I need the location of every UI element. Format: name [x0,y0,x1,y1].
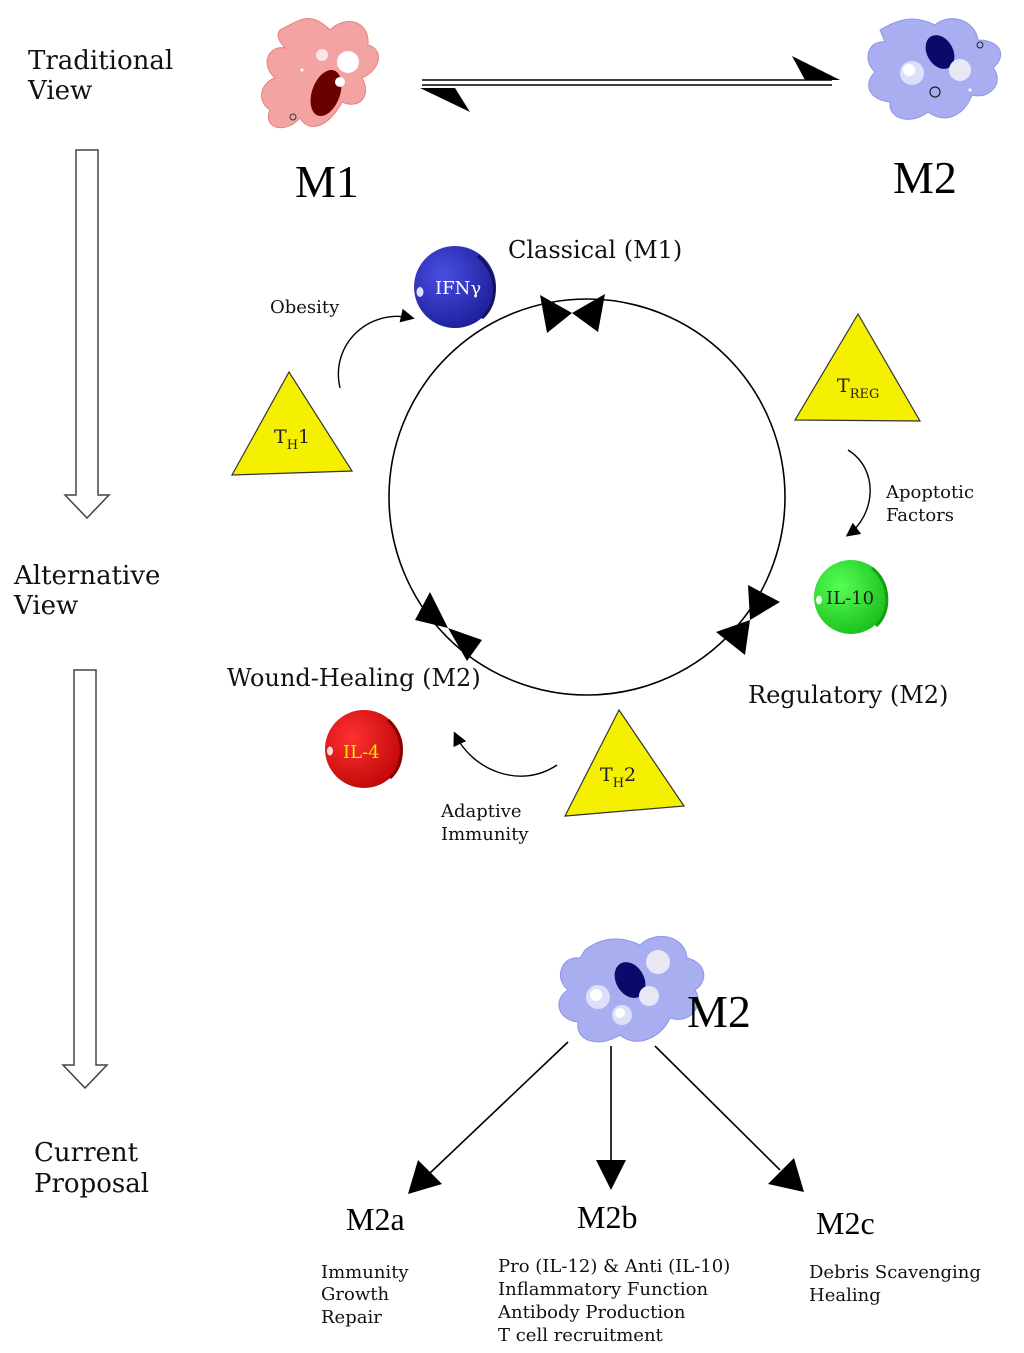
polarization-cycle [388,298,786,696]
il10-text: IL-10 [826,588,874,609]
svg-text:TREG: TREG [837,375,879,402]
obesity-arrow [337,308,415,389]
wound-healing-m2-label: Wound-Healing (M2) [227,664,481,692]
cycle-arrows-right [716,585,780,655]
equilibrium-arrows [420,56,840,112]
regulatory-m2-label: Regulatory (M2) [748,681,948,709]
adaptive-arrow [453,731,558,777]
il4-sphere: IL-4 [325,710,403,788]
th1-triangle: TH1 [230,370,354,476]
adaptive-immunity-label: Adaptive Immunity [440,801,529,845]
down-arrow-2 [61,669,109,1090]
il4-text: IL-4 [343,742,380,763]
m1-label: M1 [295,156,359,207]
alternative-view-label: Alternative View [13,561,169,621]
subtype-arrows [408,1041,804,1194]
ifn-gamma-sphere: IFNγ [414,246,496,328]
m2b-label: M2b [577,1199,637,1235]
m2a-label: M2a [346,1201,405,1237]
m2a-description: Immunity Growth Repair [321,1262,414,1328]
cycle-arrows-left [415,592,482,661]
th2-triangle: TH2 [563,708,686,817]
m2-macrophage-icon [867,18,1002,120]
il10-sphere: IL-10 [814,560,889,634]
obesity-label: Obesity [270,297,340,318]
down-arrow-1 [63,149,111,520]
current-proposal-label: Current Proposal [34,1138,149,1199]
apoptotic-factors-label: Apoptotic Factors [885,482,980,526]
traditional-view-label: Traditional View [27,46,181,106]
apoptotic-arrow [845,449,871,537]
svg-text:TH1: TH1 [274,426,310,453]
m2-label: M2 [893,152,957,203]
cycle-arrows-top [540,294,605,333]
svg-text:TH2: TH2 [600,764,636,791]
proposal-m2-label: M2 [687,986,751,1037]
m2c-description: Debris Scavenging Healing [809,1262,987,1306]
m1-macrophage-icon [261,17,379,129]
m2b-description: Pro (IL-12) & Anti (IL-10) Inflammatory … [497,1256,736,1346]
classical-m1-label: Classical (M1) [508,236,682,264]
treg-triangle: TREG [793,312,922,422]
m2-proposal-macrophage-icon [558,936,705,1043]
ifn-gamma-text: IFNγ [435,278,481,299]
m2c-label: M2c [816,1205,875,1241]
